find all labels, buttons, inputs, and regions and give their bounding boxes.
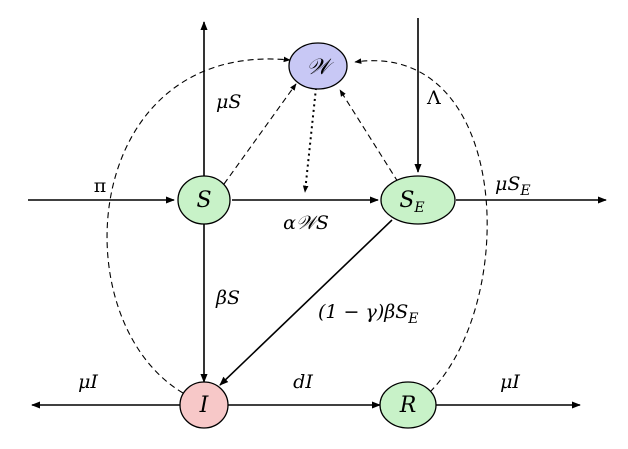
node-s-label: S (196, 188, 211, 213)
node-i-label: I (199, 393, 210, 418)
node-se-sub: E (413, 200, 424, 216)
node-se-label: SE (399, 188, 424, 216)
edge-i-shed-to-w (106, 56, 291, 394)
node-i: I (179, 381, 229, 429)
label-mu-se-main: μS (495, 173, 520, 195)
node-w: 𝒲 (288, 42, 348, 90)
node-s: S (177, 175, 231, 225)
label-pi: π (94, 175, 107, 197)
node-r-label: R (399, 393, 417, 418)
label-mu-se-sub: E (519, 183, 530, 199)
label-gamma-beta-se: (1 − γ)βSE (318, 301, 419, 327)
label-d-i: dI (293, 371, 313, 393)
label-mu-s: μS (216, 91, 241, 113)
edge-se-to-i (219, 219, 393, 386)
label-beta-s: βS (215, 287, 240, 309)
node-se-main: S (399, 188, 414, 213)
label-mu-se: μSE (495, 173, 531, 199)
label-lambda: Λ (426, 87, 441, 109)
label-mu-i-left: μI (78, 371, 98, 393)
label-gamma-beta-se-main: (1 − γ)βS (318, 301, 408, 323)
node-se: SE (380, 175, 456, 225)
label-alpha-ws: α𝒲S (283, 212, 329, 234)
label-mu-i-right: μI (500, 371, 520, 393)
edge-se-shed-to-w (339, 89, 399, 183)
label-gamma-beta-se-sub: E (407, 311, 418, 327)
edge-r-shed-to-w (354, 58, 488, 393)
node-r: R (379, 381, 437, 429)
edge-w-dotted (302, 87, 317, 193)
edge-s-shed-to-w (223, 83, 297, 185)
